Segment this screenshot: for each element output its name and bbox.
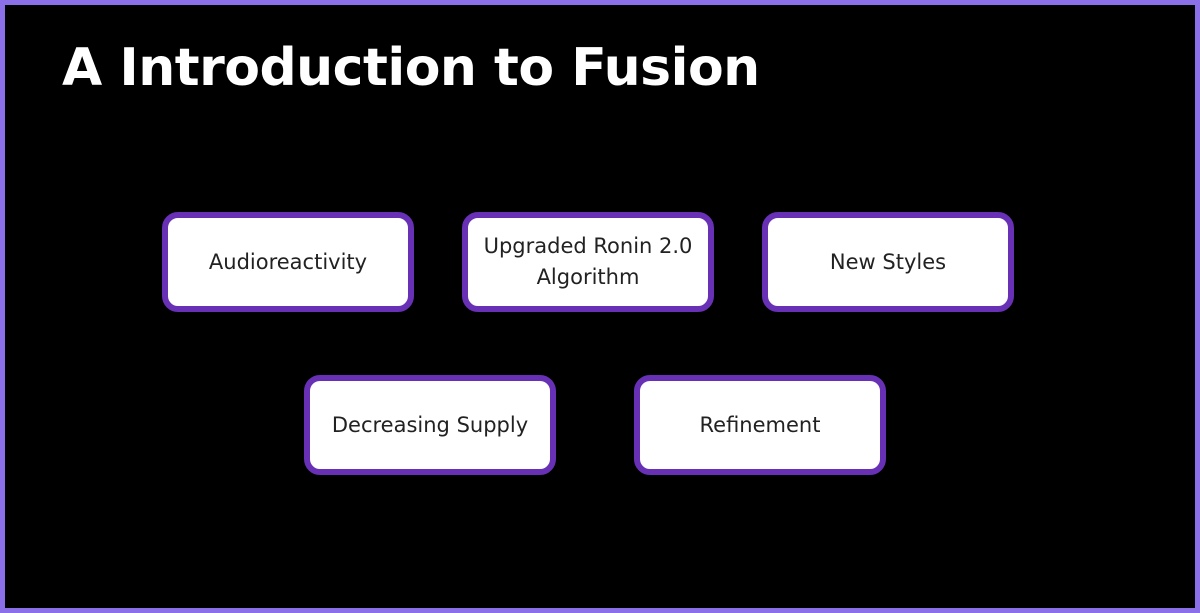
- feature-card-ronin-algorithm: Upgraded Ronin 2.0 Algorithm: [462, 212, 714, 312]
- slide-title: A Introduction to Fusion: [62, 38, 760, 98]
- feature-card-label: Refinement: [699, 412, 821, 437]
- feature-card-label: Decreasing Supply: [331, 412, 529, 437]
- feature-card-label: Audioreactivity: [208, 249, 368, 274]
- feature-card-refinement: Refinement: [634, 375, 886, 475]
- feature-card-audioreactivity: Audioreactivity: [162, 212, 414, 312]
- feature-card-decreasing-supply: Decreasing Supply: [304, 375, 556, 475]
- feature-card-label: Upgraded Ronin 2.0 Algorithm: [483, 234, 693, 289]
- feature-card-new-styles: New Styles: [762, 212, 1014, 312]
- feature-card-label: New Styles: [829, 249, 947, 274]
